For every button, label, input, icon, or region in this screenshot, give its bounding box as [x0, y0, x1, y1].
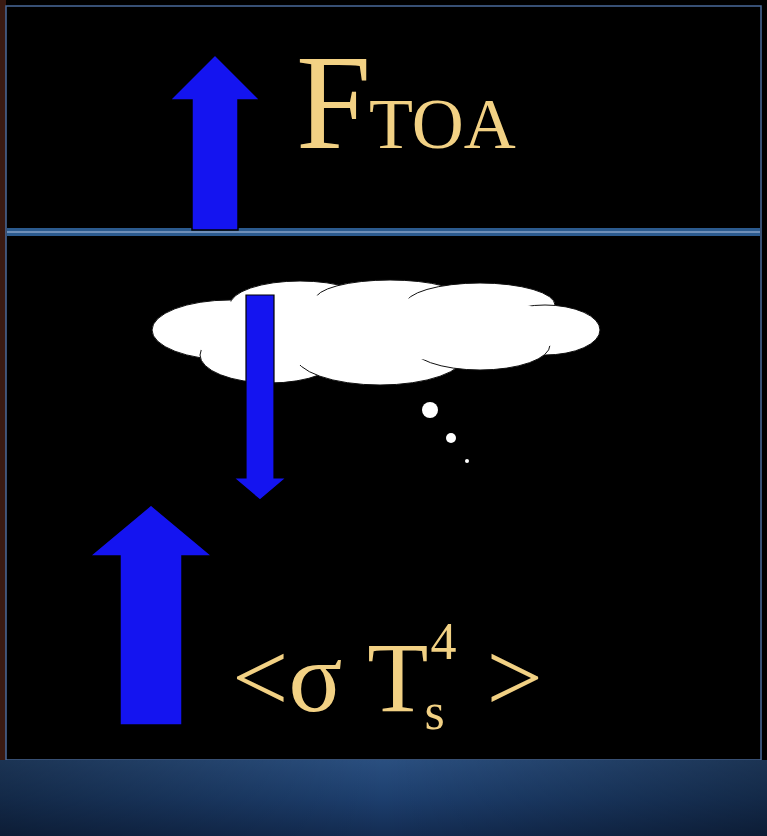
edge-strip: [0, 0, 6, 760]
down-arrow: [234, 295, 286, 500]
flux-symbol: F: [296, 35, 371, 170]
emission-bracket: >: [486, 628, 542, 728]
cloud-dot: [446, 433, 456, 443]
surface-shade: [0, 760, 767, 836]
cloud: [152, 280, 600, 385]
emission-exponent: 4: [430, 616, 456, 668]
surface-band: [0, 760, 767, 836]
emission-symbol: <σ T: [232, 628, 428, 728]
toa-line: [7, 228, 760, 236]
toa-line-highlight: [7, 231, 760, 233]
cloud-dot: [422, 402, 438, 418]
up-arrow-surface: [90, 505, 212, 725]
cloud-fill: [180, 295, 580, 365]
up-arrow: [170, 55, 260, 230]
frame: [6, 6, 761, 760]
cloud-dot: [465, 459, 469, 463]
emission-subscript: s: [424, 686, 444, 738]
flux-subscript: TOA: [369, 88, 516, 160]
